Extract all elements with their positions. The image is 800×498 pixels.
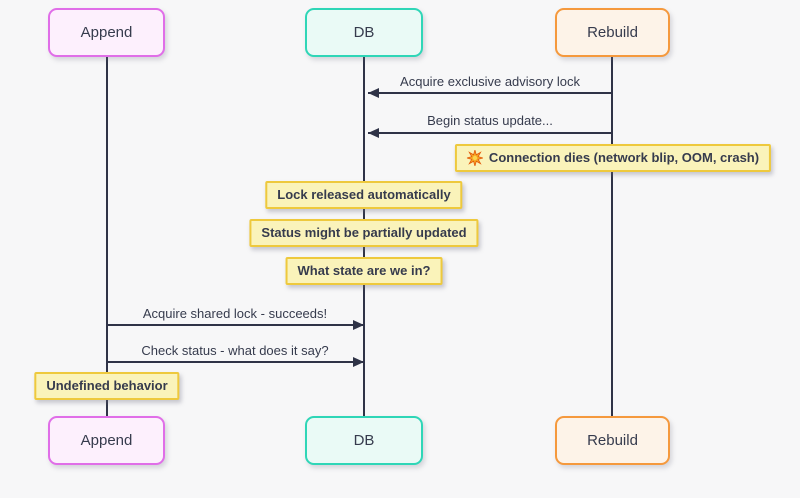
message-label-acquire-shared-lock: Acquire shared lock - succeeds! xyxy=(142,306,328,321)
lifeline-append xyxy=(106,57,108,416)
message-arrow-acquire-exclusive-lock xyxy=(368,88,612,98)
message-label-begin-status-update: Begin status update... xyxy=(427,113,553,128)
arrow-line xyxy=(368,132,612,134)
actor-box-rebuild-bottom: Rebuild xyxy=(555,416,670,465)
arrow-line xyxy=(368,92,612,94)
actor-label-append: Append xyxy=(80,24,133,41)
explosion-icon xyxy=(466,150,483,166)
arrowhead-right-icon xyxy=(353,357,364,367)
actor-label-db: DB xyxy=(353,432,375,449)
message-arrow-check-status xyxy=(107,357,364,367)
actor-label-append: Append xyxy=(80,432,133,449)
actor-label-rebuild: Rebuild xyxy=(587,24,638,41)
actor-box-append-bottom: Append xyxy=(48,416,165,465)
lifeline-rebuild xyxy=(611,57,613,416)
note-undefined-behavior: Undefined behavior xyxy=(34,372,180,400)
arrowhead-left-icon xyxy=(368,88,379,98)
note-connection-dies: Connection dies (network blip, OOM, cras… xyxy=(454,144,772,172)
message-arrow-acquire-shared-lock xyxy=(107,320,364,330)
actor-box-append-top: Append xyxy=(48,8,165,57)
note-text: Undefined behavior xyxy=(46,378,168,393)
arrow-line xyxy=(107,324,364,326)
actor-box-db-top: DB xyxy=(305,8,423,57)
note-text: Lock released automatically xyxy=(277,187,451,202)
message-arrow-begin-status-update xyxy=(368,128,612,138)
note-lock-released: Lock released automatically xyxy=(265,181,463,209)
message-label-acquire-exclusive-lock: Acquire exclusive advisory lock xyxy=(400,74,580,89)
actor-label-rebuild: Rebuild xyxy=(587,432,638,449)
actor-box-rebuild-top: Rebuild xyxy=(555,8,670,57)
note-text: Connection dies (network blip, OOM, cras… xyxy=(488,150,760,165)
actor-box-db-bottom: DB xyxy=(305,416,423,465)
arrow-line xyxy=(107,361,364,363)
note-what-state: What state are we in? xyxy=(285,257,443,285)
arrowhead-left-icon xyxy=(368,128,379,138)
note-status-partial: Status might be partially updated xyxy=(249,219,479,247)
actor-label-db: DB xyxy=(353,24,375,41)
note-text: What state are we in? xyxy=(297,263,431,278)
note-text: Status might be partially updated xyxy=(261,225,467,240)
arrowhead-right-icon xyxy=(353,320,364,330)
message-label-check-status: Check status - what does it say? xyxy=(141,343,329,358)
